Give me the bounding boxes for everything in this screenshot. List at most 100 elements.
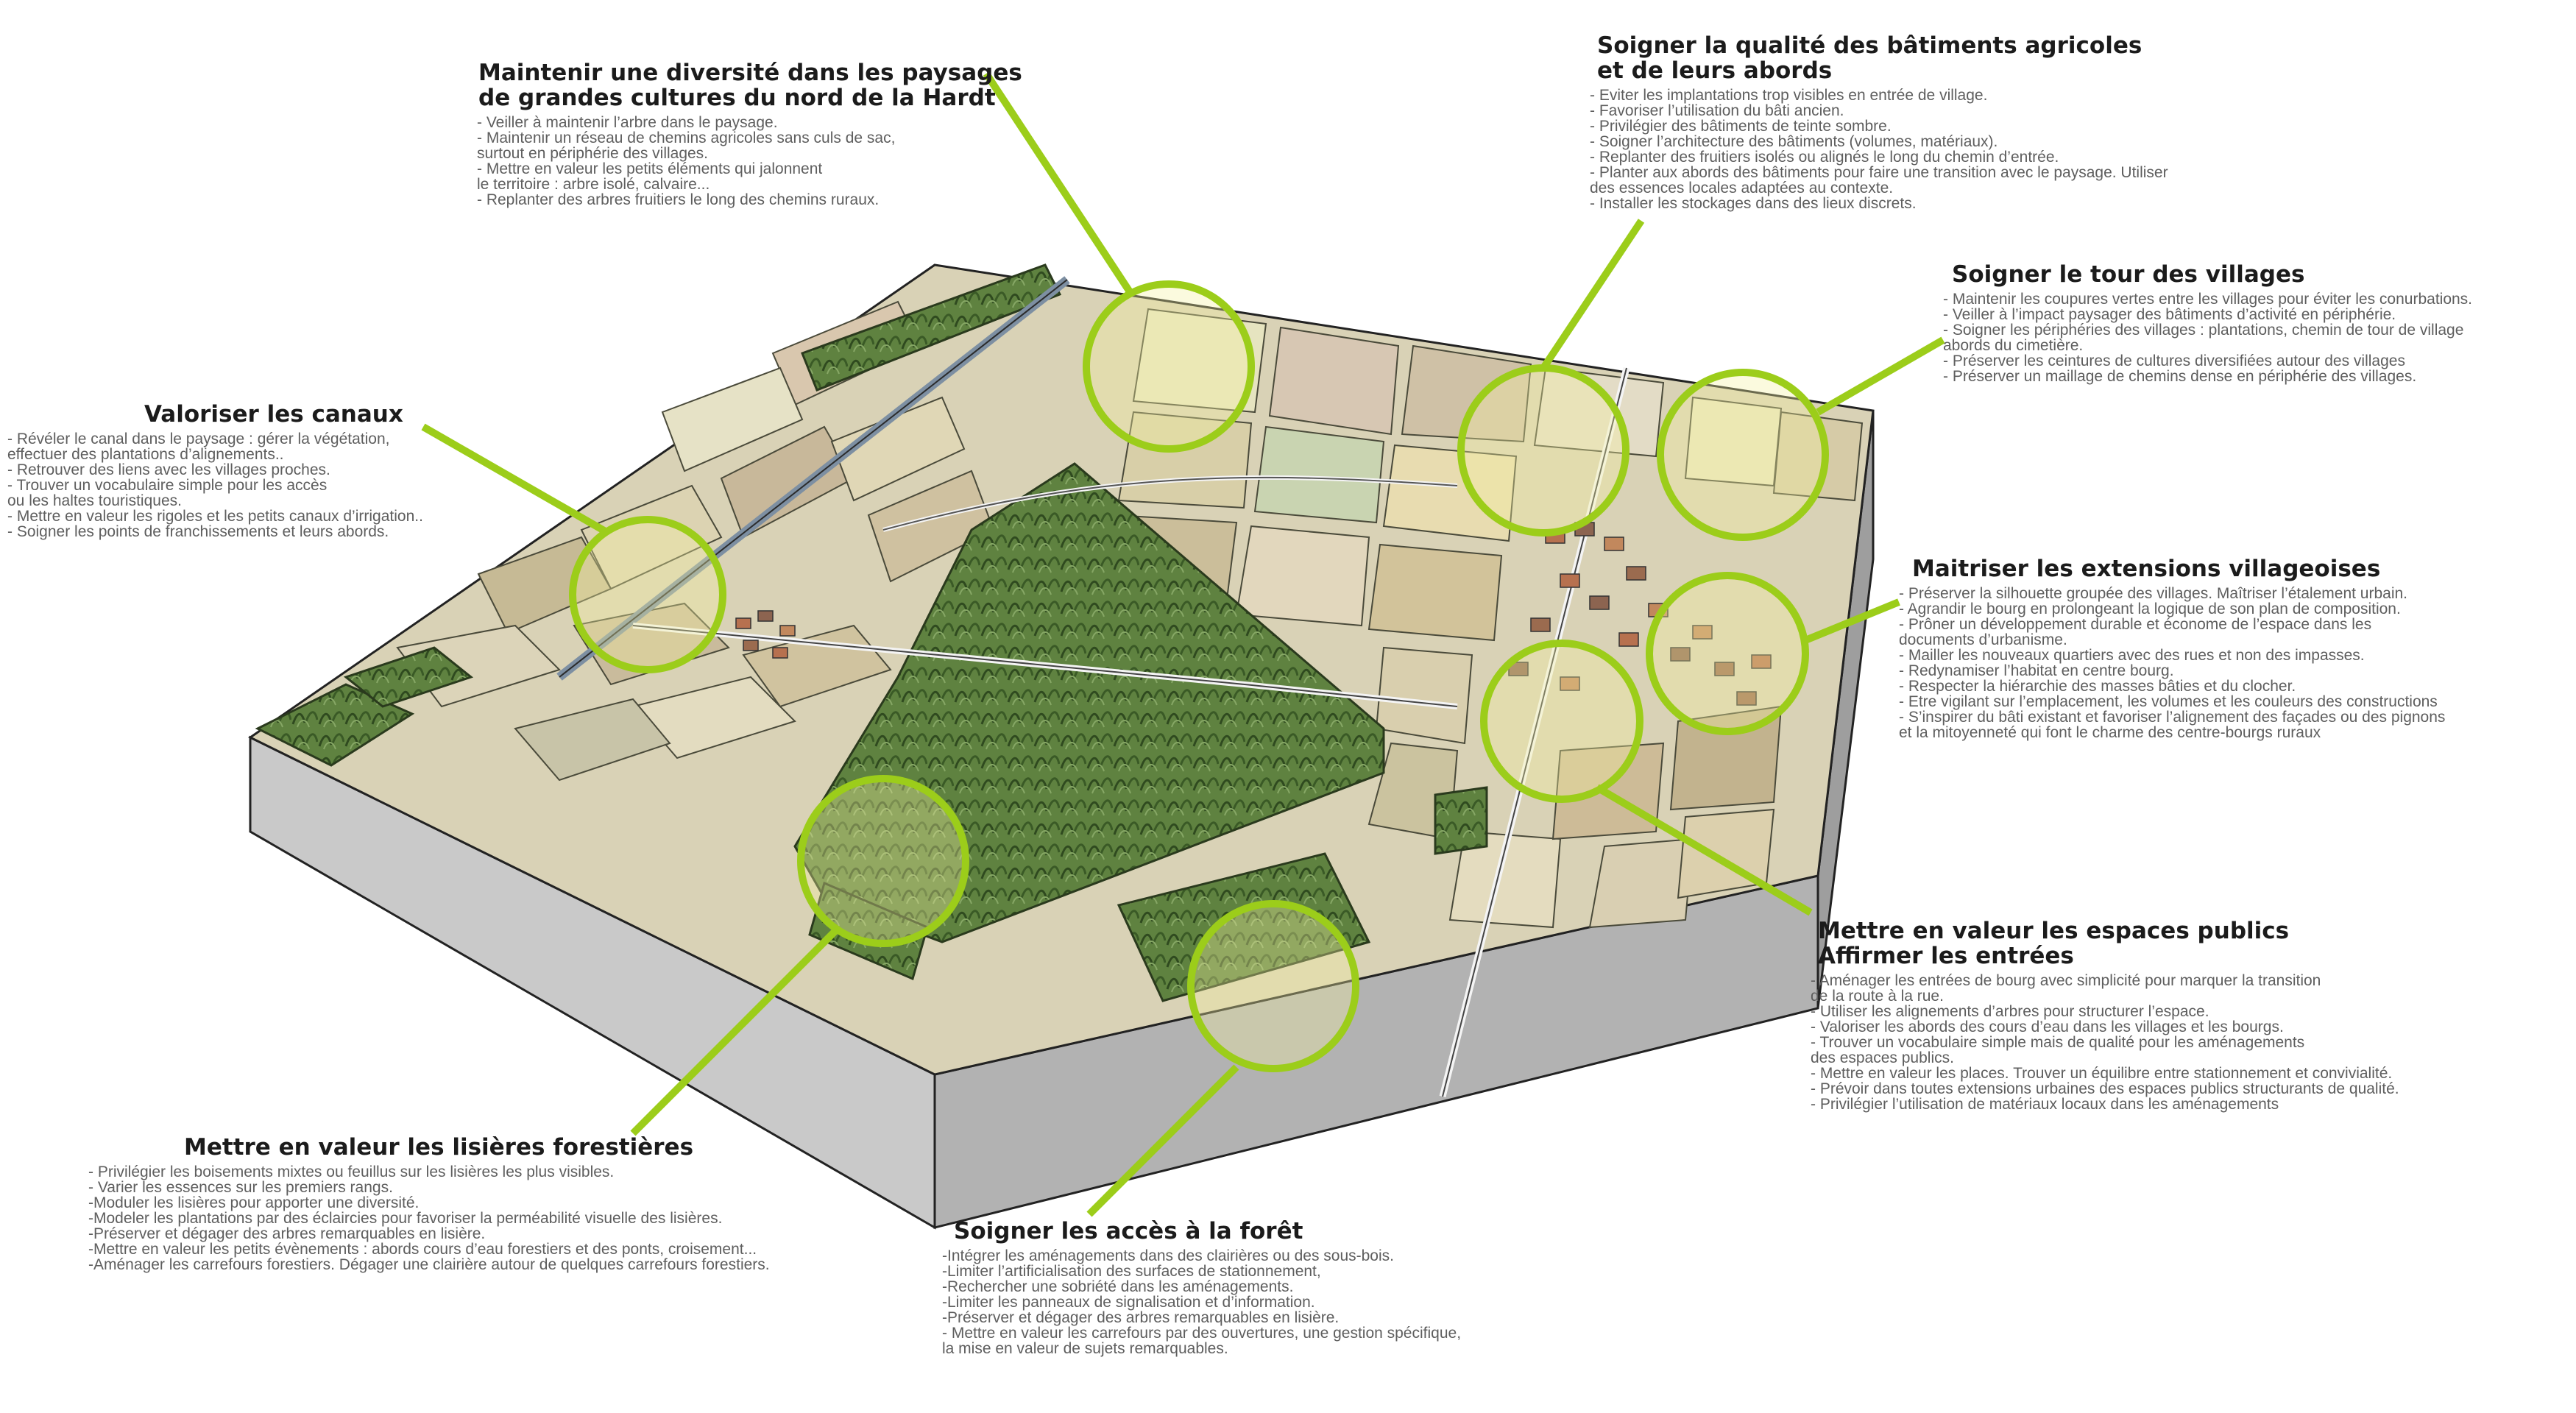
list-item: -Intégrer les aménagements dans des clai… xyxy=(942,1247,1394,1264)
forest-east xyxy=(1434,786,1488,855)
callout-list: - Révéler le canal dans le paysage : gér… xyxy=(7,431,423,539)
list-item: le territoire : arbre isolé, calvaire... xyxy=(477,176,710,193)
list-item: -Mettre en valeur les petits évènements … xyxy=(88,1241,757,1258)
list-item: abords du cimetière. xyxy=(1943,337,2084,354)
list-item: - Utiliser les alignements d’arbres pour… xyxy=(1811,1003,2209,1020)
list-item: documents d’urbanisme. xyxy=(1899,631,2067,648)
callout-title: Maitriser les extensions villageoises xyxy=(1912,556,2381,582)
list-item: - Trouver un vocabulaire simple mais de … xyxy=(1811,1034,2305,1051)
list-item: - Privilégier l’utilisation de matériaux… xyxy=(1811,1096,2279,1113)
list-item: effectuer des plantations d’alignements.… xyxy=(7,446,284,463)
list-item: -Préserver et dégager des arbres remarqu… xyxy=(88,1225,486,1242)
callout-list: - Privilégier les boisements mixtes ou f… xyxy=(88,1164,770,1272)
list-item: - Agrandir le bourg en prolongeant la lo… xyxy=(1899,601,2401,617)
list-item: - Veiller à maintenir l’arbre dans le pa… xyxy=(477,114,778,131)
callout-title: Mettre en valeur les lisières forestière… xyxy=(184,1134,694,1161)
callout-list: - Eviter les implantations trop visibles… xyxy=(1590,88,2168,211)
list-item: - Mettre en valeur les petits éléments q… xyxy=(477,160,823,177)
list-item: - Maintenir un réseau de chemins agricol… xyxy=(477,130,896,146)
callout-tour: Soigner le tour des villages - Maintenir… xyxy=(1943,262,2472,384)
forest-south xyxy=(1117,852,1371,1002)
circle-extensions xyxy=(1646,572,1809,735)
forest-strip-sw xyxy=(808,881,929,981)
list-item: - Prévoir dans toutes extensions urbaine… xyxy=(1811,1080,2399,1097)
list-item: des espaces publics. xyxy=(1811,1049,1954,1066)
circle-hardt xyxy=(1083,280,1255,453)
callout-canaux: Valoriser les canaux - Révéler le canal … xyxy=(7,402,423,539)
forest-north-strip xyxy=(801,263,1062,392)
list-item: - Retrouver des liens avec les villages … xyxy=(7,461,330,478)
list-item: - Préserver les ceintures de cultures di… xyxy=(1943,353,2405,369)
callout-title: Maintenir une diversité dans les paysage… xyxy=(478,60,1022,111)
callout-title: Valoriser les canaux xyxy=(144,401,403,428)
list-item: - Soigner l’architecture des bâtiments (… xyxy=(1590,133,1998,150)
callout-title: Soigner la qualité des bâtiments agricol… xyxy=(1597,32,2142,84)
list-item: - Replanter des fruitiers isolés ou alig… xyxy=(1590,149,2059,166)
circle-canaux xyxy=(569,516,726,673)
villages xyxy=(735,522,1772,706)
list-item: -Moduler les lisières pour apporter une … xyxy=(88,1194,420,1211)
leader-lines xyxy=(421,71,1945,1217)
list-item: - Mettre en valeur les rigoles et les pe… xyxy=(7,508,423,525)
canal-and-roads xyxy=(556,276,1630,1098)
list-item: - Etre vigilant sur l’emplacement, les v… xyxy=(1899,693,2438,710)
list-item: - Mailler les nouveaux quartiers avec de… xyxy=(1899,647,2365,664)
list-item: - Mettre en valeur les carrefours par de… xyxy=(942,1325,1462,1342)
list-item: - Eviter les implantations trop visibles… xyxy=(1590,87,1988,104)
central-forest xyxy=(793,462,1385,943)
village-east xyxy=(1508,522,1772,706)
list-item: la mise en valeur de sujets remarquables… xyxy=(942,1340,1228,1357)
list-item: -Limiter les panneaux de signalisation e… xyxy=(942,1294,1315,1311)
list-item: -Rechercher une sobriété dans les aménag… xyxy=(942,1278,1294,1295)
circle-foret xyxy=(1187,900,1359,1072)
circle-espaces xyxy=(1480,640,1643,803)
callout-title: Mettre en valeur les espaces publics Aff… xyxy=(1818,918,2290,969)
list-item: - Redynamiser l’habitat en centre bourg. xyxy=(1899,662,2174,679)
list-item: - Privilégier les boisements mixtes ou f… xyxy=(88,1164,615,1180)
list-item: - Valoriser les abords des cours d’eau d… xyxy=(1811,1019,2284,1035)
list-item: - Planter aux abords des bâtiments pour … xyxy=(1590,164,2168,181)
list-item: - S’inspirer du bâti existant et favoris… xyxy=(1899,709,2446,726)
callout-title: Soigner les accès à la forêt xyxy=(954,1218,1303,1244)
list-item: ou les haltes touristiques. xyxy=(7,492,182,509)
list-item: - Révéler le canal dans le paysage : gér… xyxy=(7,431,390,447)
list-item: - Soigner les points de franchissements … xyxy=(7,523,389,540)
callout-lisieres: Mettre en valeur les lisières forestière… xyxy=(88,1135,770,1272)
list-item: de la route à la rue. xyxy=(1811,988,1944,1005)
callout-foret: Soigner les accès à la forêt -Intégrer l… xyxy=(942,1219,1461,1356)
list-item: - Soigner les périphéries des villages :… xyxy=(1943,322,2464,339)
list-item: - Trouver un vocabulaire simple pour les… xyxy=(7,477,328,494)
callout-hardt: Maintenir une diversité dans les paysage… xyxy=(477,60,1022,208)
callout-list: - Préserver la silhouette groupée des vi… xyxy=(1899,586,2445,740)
callout-list: - Veiller à maintenir l’arbre dans le pa… xyxy=(477,115,1022,208)
list-item: - Replanter des arbres fruitiers le long… xyxy=(477,191,880,208)
list-item: - Prôner un développement durable et éco… xyxy=(1899,616,2372,633)
list-item: - Veiller à l’impact paysager des bâtime… xyxy=(1943,306,2396,323)
forest-west-2 xyxy=(343,646,474,708)
list-item: - Installer les stockages dans des lieux… xyxy=(1590,195,1917,212)
list-item: et la mitoyenneté qui font le charme des… xyxy=(1899,724,2321,741)
list-item: - Varier les essences sur les premiers r… xyxy=(88,1179,393,1196)
forest-blocks xyxy=(255,263,1488,1002)
list-item: - Mettre en valeur les places. Trouver u… xyxy=(1811,1065,2393,1082)
list-item: - Privilégier des bâtiments de teinte so… xyxy=(1590,118,1892,135)
callout-list: - Maintenir les coupures vertes entre le… xyxy=(1943,291,2472,384)
list-item: -Préserver et dégager des arbres remarqu… xyxy=(942,1309,1340,1326)
callout-batiments: Soigner la qualité des bâtiments agricol… xyxy=(1590,33,2168,211)
callout-title: Soigner le tour des villages xyxy=(1952,261,2305,288)
list-item: - Maintenir les coupures vertes entre le… xyxy=(1943,291,2473,308)
list-item: - Favoriser l’utilisation du bâti ancien… xyxy=(1590,102,1844,119)
list-item: - Préserver un maillage de chemins dense… xyxy=(1943,368,2417,385)
list-item: surtout en périphérie des villages. xyxy=(477,145,709,162)
highlight-circles xyxy=(569,280,1829,1072)
callout-list: -Intégrer les aménagements dans des clai… xyxy=(942,1248,1461,1356)
list-item: -Aménager les carrefours forestiers. Dég… xyxy=(88,1256,770,1273)
callout-extensions: Maitriser les extensions villageoises - … xyxy=(1899,556,2445,740)
list-item: -Limiter l’artificialisation des surface… xyxy=(942,1263,1321,1280)
circle-tour xyxy=(1657,369,1829,541)
village-west xyxy=(735,610,796,659)
list-item: - Préserver la silhouette groupée des vi… xyxy=(1899,585,2408,602)
callout-espaces: Mettre en valeur les espaces publics Aff… xyxy=(1811,918,2399,1112)
callout-list: - Aménager les entrées de bourg avec sim… xyxy=(1811,973,2399,1112)
